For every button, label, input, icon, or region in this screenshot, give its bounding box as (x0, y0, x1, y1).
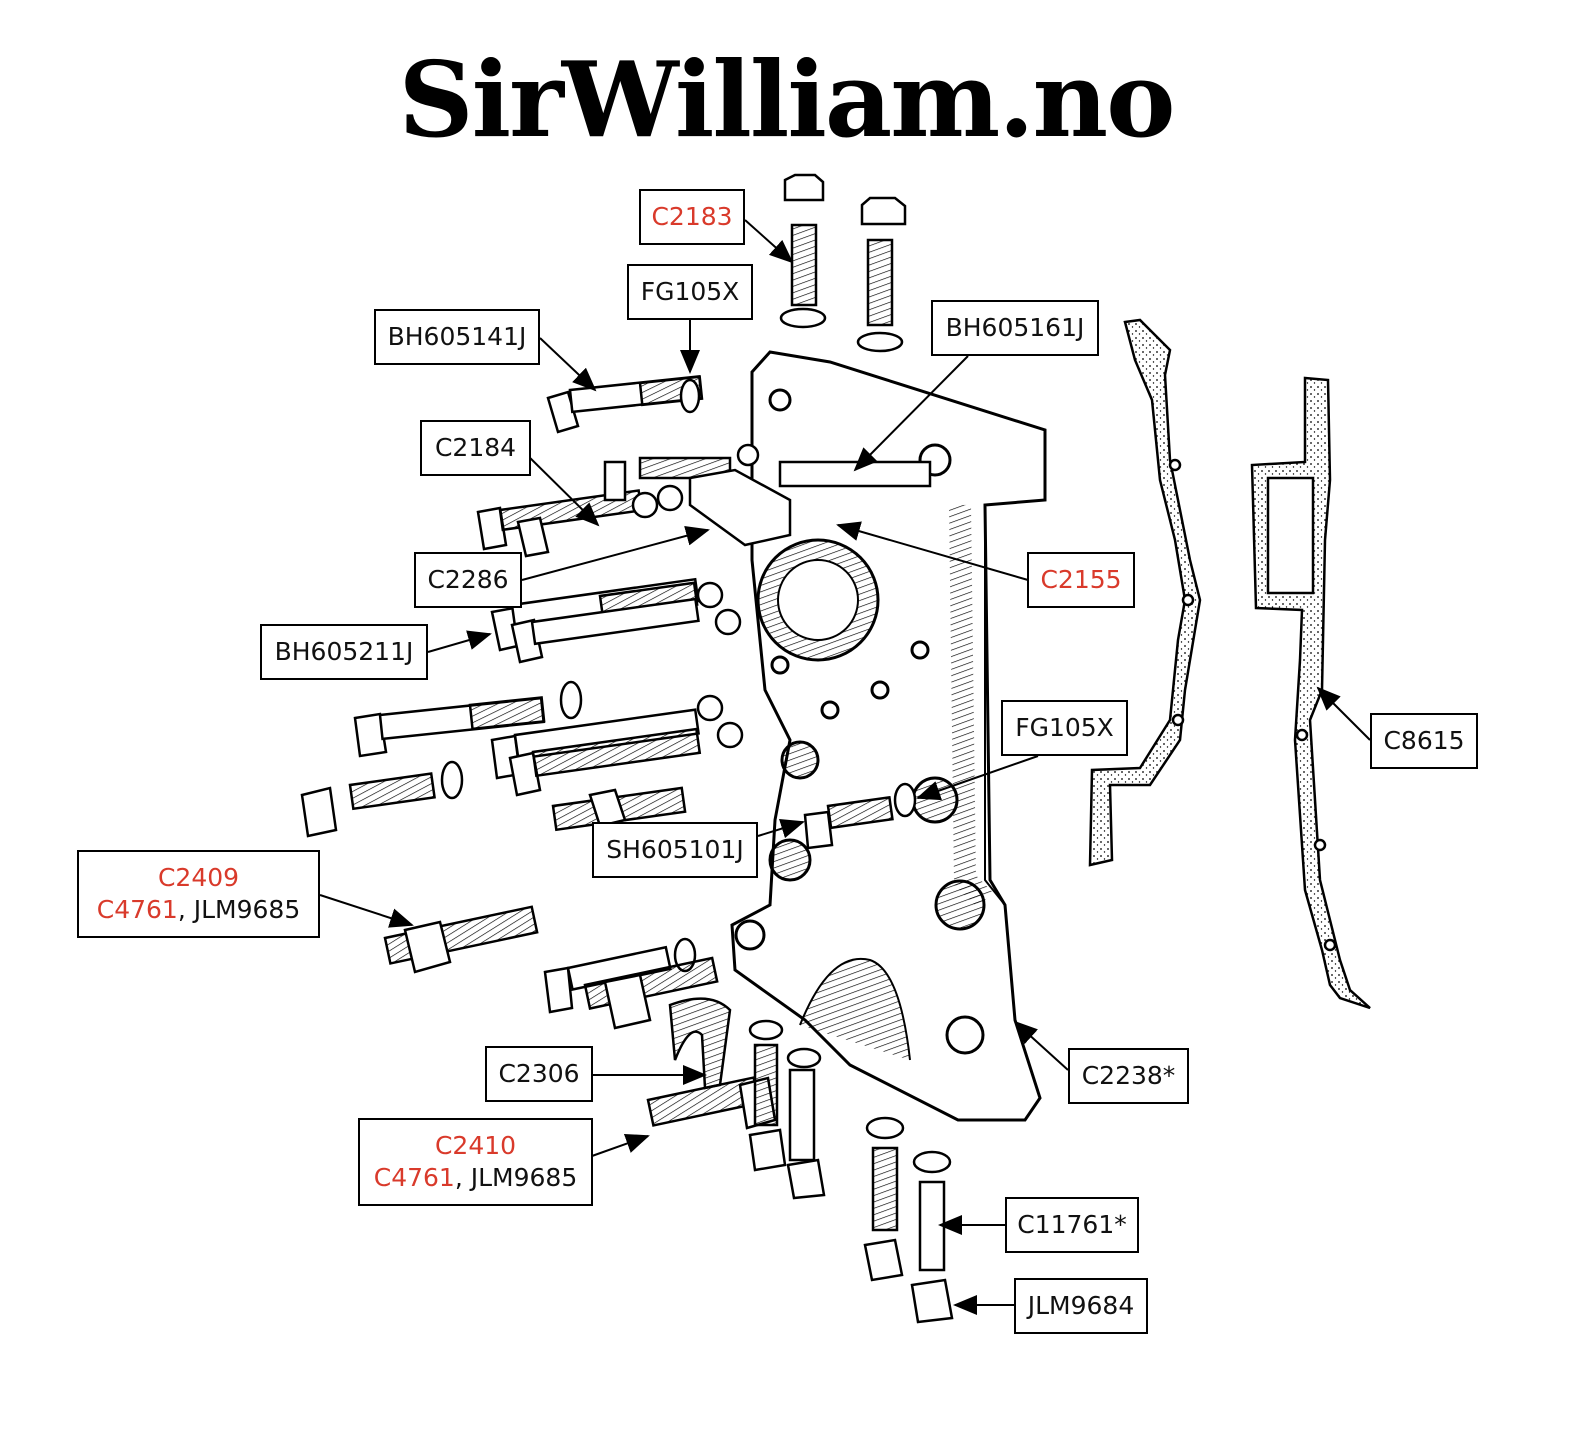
part-label-bh605141j: BH605141J (374, 309, 540, 365)
part-label-c2184: C2184 (420, 420, 531, 476)
part-label-c2409: C2409 (157, 862, 240, 892)
part-label-c2155: C2155 (1027, 552, 1135, 608)
part-label-c2410: C2410 (434, 1130, 517, 1160)
part-label-fg105x-top: FG105X (627, 264, 753, 320)
callout-leaders (319, 219, 1371, 1315)
part-label-fg105x-mid: FG105X (1001, 700, 1128, 756)
part-label-c2306: C2306 (485, 1046, 593, 1102)
side-gasket (1250, 376, 1371, 1010)
site-title: SirWilliam.no (398, 38, 1175, 161)
part-label-bh605161j: BH605161J (931, 300, 1099, 356)
thin-gasket (1088, 318, 1202, 867)
part-label-c2286: C2286 (414, 552, 522, 608)
top-studs (779, 173, 907, 353)
part-label-sh605101j: SH605101J (592, 822, 758, 878)
part-label-jlm9685-b: , JLM9685 (454, 1163, 578, 1192)
part-label-c2409-group: C2409 C4761, JLM9685 (77, 850, 320, 938)
bolts (300, 375, 954, 1324)
part-label-c11761: C11761* (1005, 1197, 1139, 1253)
part-label-c4761-b: C4761 (373, 1163, 455, 1192)
part-label-c2410-group: C2410 C4761, JLM9685 (358, 1118, 593, 1206)
part-label-c2183: C2183 (639, 189, 745, 245)
part-label-c8615: C8615 (1370, 713, 1478, 769)
part-label-c4761-a: C4761 (96, 895, 178, 924)
part-label-bh605211j: BH605211J (260, 624, 428, 680)
part-label-jlm9685-a: , JLM9685 (177, 895, 301, 924)
part-label-jlm9684: JLM9684 (1014, 1278, 1148, 1334)
front-plate (730, 350, 1047, 1122)
part-label-c2238: C2238* (1068, 1048, 1189, 1104)
